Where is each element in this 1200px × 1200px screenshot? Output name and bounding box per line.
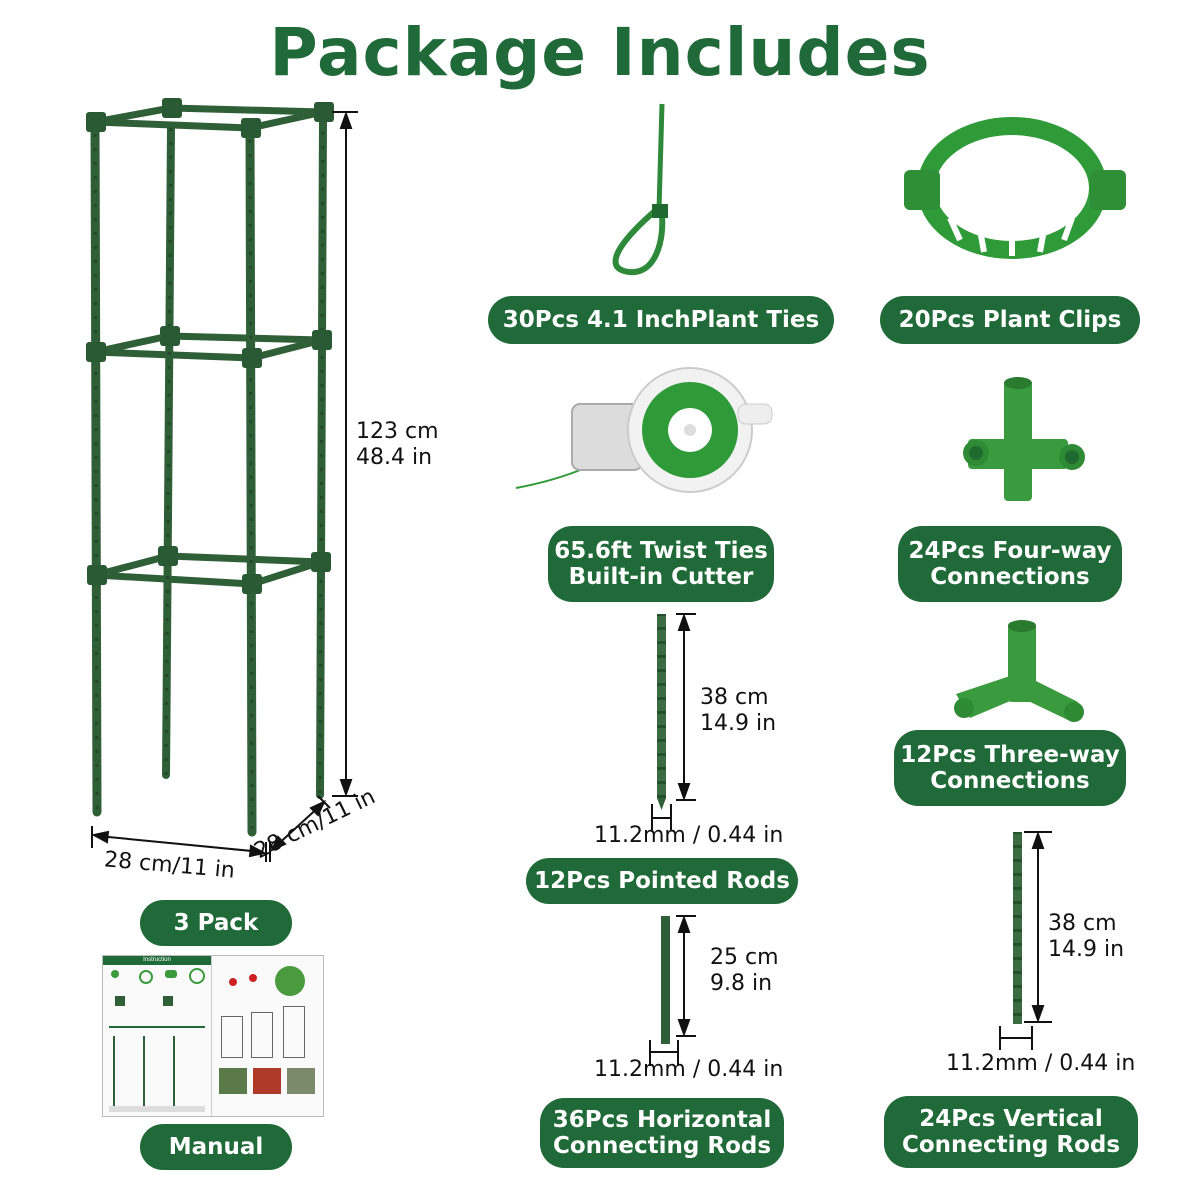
vertical-rod-length-cm: 38 cm — [1048, 911, 1117, 936]
twist-ties-line2: Built-in Cutter — [568, 564, 754, 590]
manual-image: Instruction — [102, 955, 324, 1117]
horizontal-line2: Connecting Rods — [552, 1133, 772, 1159]
three-way-label: 12Pcs Three-way Connections — [894, 730, 1126, 806]
four-way-line2: Connections — [930, 564, 1090, 590]
three-pack-label: 3 Pack — [140, 900, 292, 946]
page-title: Package Includes — [269, 14, 931, 91]
twist-ties-line1: 65.6ft Twist Ties — [554, 538, 768, 564]
plant-clip-icon — [904, 117, 1126, 259]
pointed-rod-image — [651, 613, 696, 830]
pointed-rods-label: 12Pcs Pointed Rods — [526, 858, 798, 904]
four-way-line1: 24Pcs Four-way — [908, 538, 1112, 564]
horizontal-rods-label: 36Pcs Horizontal Connecting Rods — [540, 1098, 784, 1168]
horizontal-line1: 36Pcs Horizontal — [552, 1107, 772, 1133]
pointed-rod-length-in: 14.9 in — [700, 711, 777, 736]
horizontal-rod-length-in: 9.8 in — [710, 971, 773, 996]
three-way-line1: 12Pcs Three-way — [900, 742, 1120, 768]
vertical-rod-image — [999, 831, 1052, 1050]
plant-ties-label: 30Pcs 4.1 InchPlant Ties — [488, 296, 834, 344]
vertical-rods-label: 24Pcs Vertical Connecting Rods — [884, 1096, 1138, 1168]
manual-label: Manual — [140, 1124, 292, 1170]
plant-tie-icon — [612, 103, 668, 276]
four-way-label: 24Pcs Four-way Connections — [898, 526, 1122, 602]
manual-header: Instruction — [103, 956, 211, 965]
pointed-rod-length-cm: 38 cm — [700, 685, 769, 710]
cage-height-cm: 123 cm — [356, 419, 439, 444]
horizontal-rod-diameter: 11.2mm / 0.44 in — [594, 1057, 784, 1082]
vertical-rod-length-in: 14.9 in — [1048, 937, 1125, 962]
horizontal-rod-length-cm: 25 cm — [710, 945, 779, 970]
twist-tie-spool-icon — [515, 367, 773, 493]
plant-clips-label: 20Pcs Plant Clips — [880, 296, 1140, 344]
horizontal-rod-image — [649, 915, 696, 1066]
vertical-line1: 24Pcs Vertical — [919, 1106, 1103, 1132]
vertical-line2: Connecting Rods — [901, 1132, 1121, 1158]
vertical-rod-diameter: 11.2mm / 0.44 in — [946, 1051, 1136, 1076]
three-way-connector-icon — [954, 620, 1084, 722]
four-way-connector-icon — [963, 377, 1085, 501]
cage-height-in: 48.4 in — [356, 445, 433, 470]
pointed-rod-diameter: 11.2mm / 0.44 in — [594, 823, 784, 848]
twist-ties-label: 65.6ft Twist Ties Built-in Cutter — [548, 526, 774, 602]
three-way-line2: Connections — [930, 768, 1090, 794]
